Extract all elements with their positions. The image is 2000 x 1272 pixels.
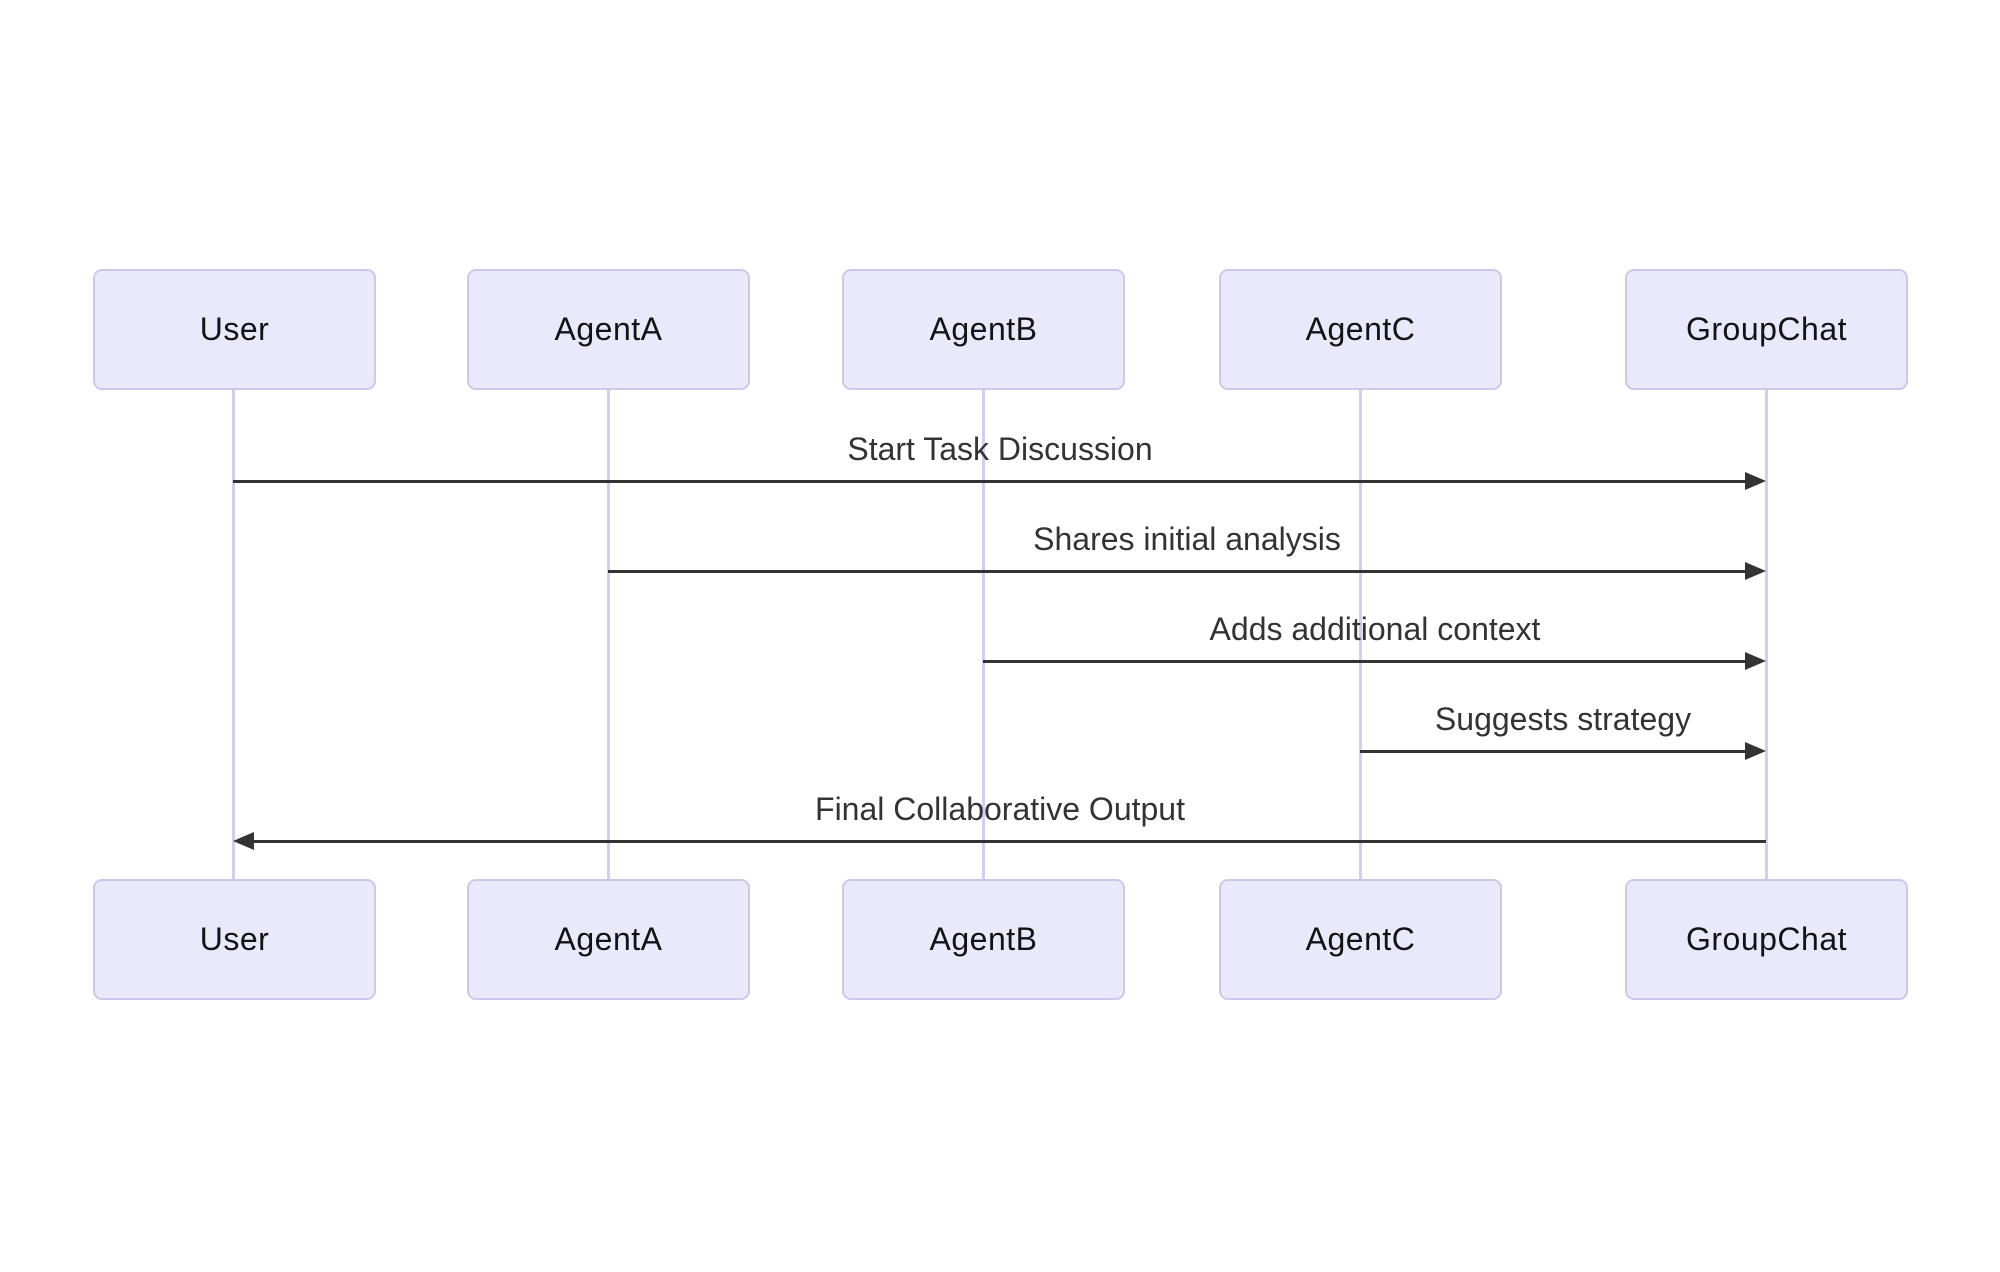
actor-agent-c-label: AgentC	[1305, 311, 1416, 347]
actor-agent-b-label: AgentB	[929, 311, 1038, 347]
message-arrow-line	[253, 839, 1766, 843]
message-label: Start Task Discussion	[847, 431, 1153, 467]
actor-group-chat-label: GroupChat	[1685, 921, 1848, 957]
arrowhead-right-icon	[1745, 562, 1766, 580]
lifeline-user	[231, 390, 235, 879]
message-label: Adds additional context	[1209, 611, 1541, 647]
lifeline-agent-a	[606, 390, 610, 879]
message-arrow-line	[1360, 749, 1746, 753]
arrowhead-left-icon	[233, 832, 254, 850]
actor-group-chat-bottom: GroupChat	[1625, 879, 1908, 1000]
message-arrow-line	[233, 479, 1746, 483]
actor-agent-c-bottom: AgentC	[1219, 879, 1502, 1000]
arrowhead-right-icon	[1745, 742, 1766, 760]
lifeline-agent-c	[1358, 390, 1362, 879]
actor-agent-c-label: AgentC	[1305, 921, 1416, 957]
actor-agent-b-top: AgentB	[842, 269, 1125, 390]
lifeline-agent-b	[981, 390, 985, 879]
message-arrow-line	[983, 659, 1746, 663]
actor-group-chat-label: GroupChat	[1685, 311, 1848, 347]
actor-user-label: User	[199, 311, 270, 347]
actor-user-top: User	[93, 269, 376, 390]
actor-agent-a-label: AgentA	[554, 921, 663, 957]
lifeline-group-chat	[1764, 390, 1768, 879]
actor-group-chat-top: GroupChat	[1625, 269, 1908, 390]
actor-agent-a-bottom: AgentA	[467, 879, 750, 1000]
message-label: Shares initial analysis	[1033, 521, 1341, 557]
actor-agent-a-label: AgentA	[554, 311, 663, 347]
actor-agent-b-label: AgentB	[929, 921, 1038, 957]
actor-agent-c-top: AgentC	[1219, 269, 1502, 390]
arrowhead-right-icon	[1745, 472, 1766, 490]
message-label: Final Collaborative Output	[815, 791, 1185, 827]
message-arrow-line	[608, 569, 1746, 573]
actor-user-label: User	[199, 921, 270, 957]
actor-agent-a-top: AgentA	[467, 269, 750, 390]
message-label: Suggests strategy	[1434, 701, 1692, 737]
actor-agent-b-bottom: AgentB	[842, 879, 1125, 1000]
arrowhead-right-icon	[1745, 652, 1766, 670]
actor-user-bottom: User	[93, 879, 376, 1000]
